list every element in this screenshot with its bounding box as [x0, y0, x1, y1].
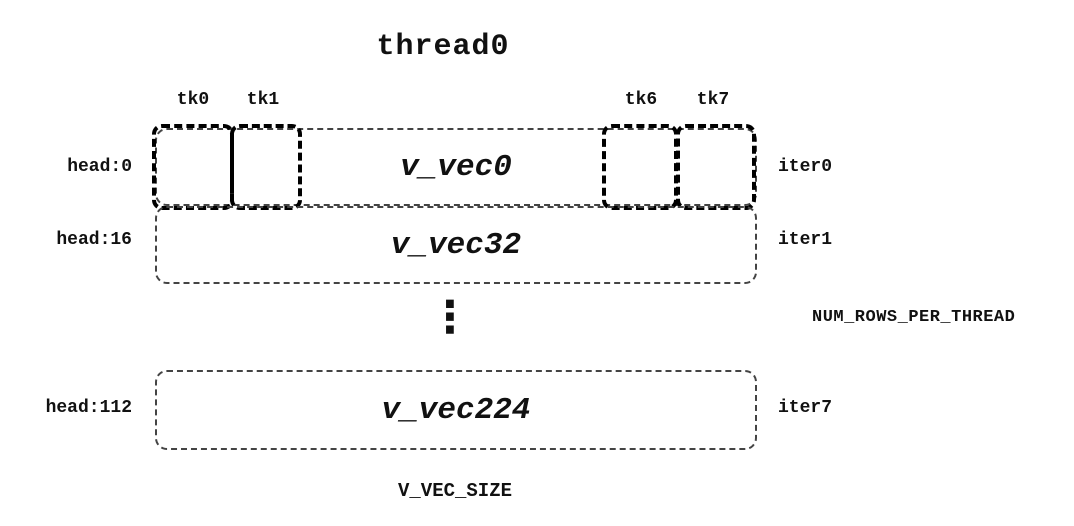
vec-label-0: v_vec0	[400, 149, 512, 185]
vec-row-0: v_vec0	[155, 128, 757, 206]
vec-row-2: v_vec224	[155, 370, 757, 450]
vec-row-1: v_vec32	[155, 206, 757, 284]
vec-label-1: v_vec32	[390, 227, 522, 263]
tk-box-tk0	[152, 124, 234, 210]
num-rows-per-thread-label: NUM_ROWS_PER_THREAD	[812, 308, 1016, 327]
v-vec-size-label: V_VEC_SIZE	[397, 480, 513, 502]
iter-label-2: iter7	[778, 398, 833, 418]
vertical-ellipsis: ⋮	[428, 292, 472, 343]
head-label-2: head:112	[45, 398, 132, 418]
tk-box-tk1	[230, 124, 302, 210]
vec-label-2: v_vec224	[381, 392, 531, 428]
tick-label-tk0: tk0	[176, 90, 210, 110]
tk-box-tk6	[602, 124, 678, 210]
tk-box-tk7	[676, 124, 756, 210]
tick-label-tk6: tk6	[624, 90, 658, 110]
diagram-title: thread0	[376, 30, 510, 64]
tick-label-tk1: tk1	[246, 90, 280, 110]
iter-label-0: iter0	[778, 157, 833, 177]
head-label-0: head:0	[67, 157, 132, 177]
tick-label-tk7: tk7	[696, 90, 730, 110]
head-label-1: head:16	[56, 230, 132, 250]
iter-label-1: iter1	[778, 230, 833, 250]
